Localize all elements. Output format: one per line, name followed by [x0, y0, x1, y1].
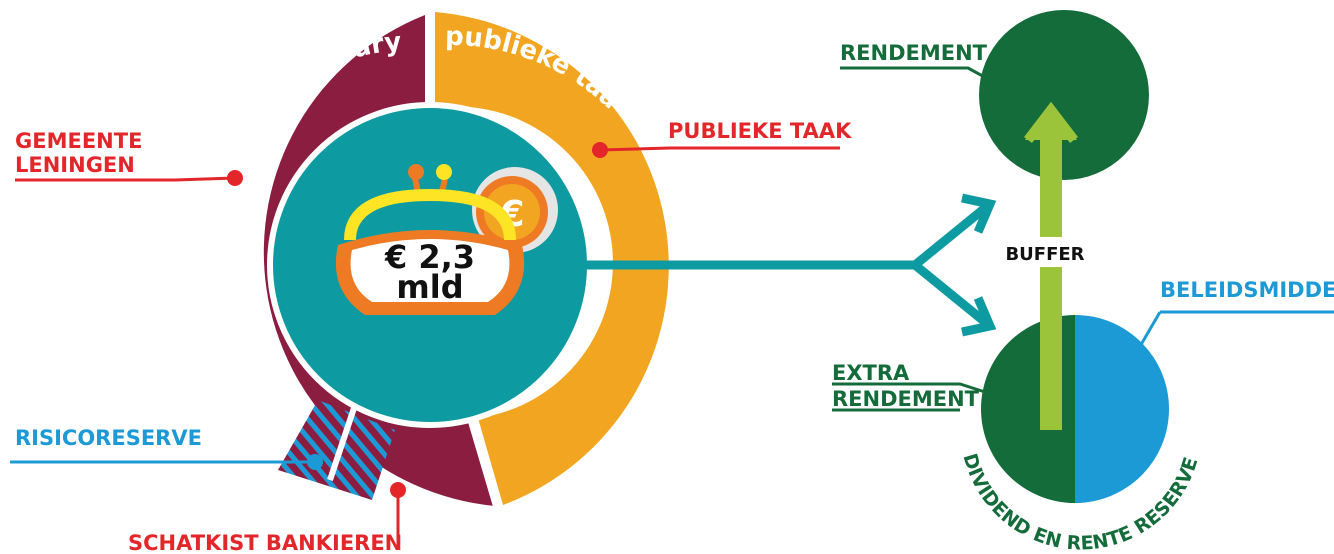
buffer-arrow — [1024, 101, 1078, 430]
extra-rendement-callout: EXTRA RENDEMENT — [832, 361, 986, 412]
beleidsmiddelen-callout: BELEIDSMIDDELE — [1133, 278, 1334, 356]
buffer-label: BUFFER — [1005, 244, 1084, 265]
purse-amount-line1: € 2,3 — [384, 238, 475, 276]
rendement-callout: RENDEMENT — [840, 41, 991, 82]
svg-text:PUBLIEKE TAAK: PUBLIEKE TAAK — [668, 119, 852, 143]
purse-amount-line2: mld — [396, 268, 463, 306]
svg-text:EXTRA: EXTRA — [832, 361, 910, 385]
rendement-circle — [979, 10, 1149, 180]
svg-text:SCHATKIST BANKIEREN: SCHATKIST BANKIEREN — [128, 531, 402, 554]
svg-text:RENDEMENT: RENDEMENT — [840, 41, 988, 65]
public-task-segment — [435, 12, 669, 505]
svg-text:LENINGEN: LENINGEN — [15, 153, 135, 177]
svg-text:RENDEMENT: RENDEMENT — [832, 387, 980, 411]
purse-icon: € € 2,3 mld — [335, 164, 558, 315]
svg-text:RISICORESERVE: RISICORESERVE — [15, 426, 202, 450]
flow-arrow — [585, 193, 997, 337]
risicoreserve-hatch-segment — [278, 400, 395, 500]
gemeente-leningen-callout: GEMEENTE LENINGEN — [15, 129, 243, 186]
svg-text:GEMEENTE: GEMEENTE — [15, 129, 142, 153]
schatkist-callout: SCHATKIST BANKIEREN — [128, 482, 406, 554]
publieke-taak-callout: PUBLIEKE TAAK — [592, 119, 852, 158]
risicoreserve-callout: RISICORESERVE — [10, 426, 323, 470]
svg-text:BELEIDSMIDDELE: BELEIDSMIDDELE — [1160, 278, 1334, 302]
